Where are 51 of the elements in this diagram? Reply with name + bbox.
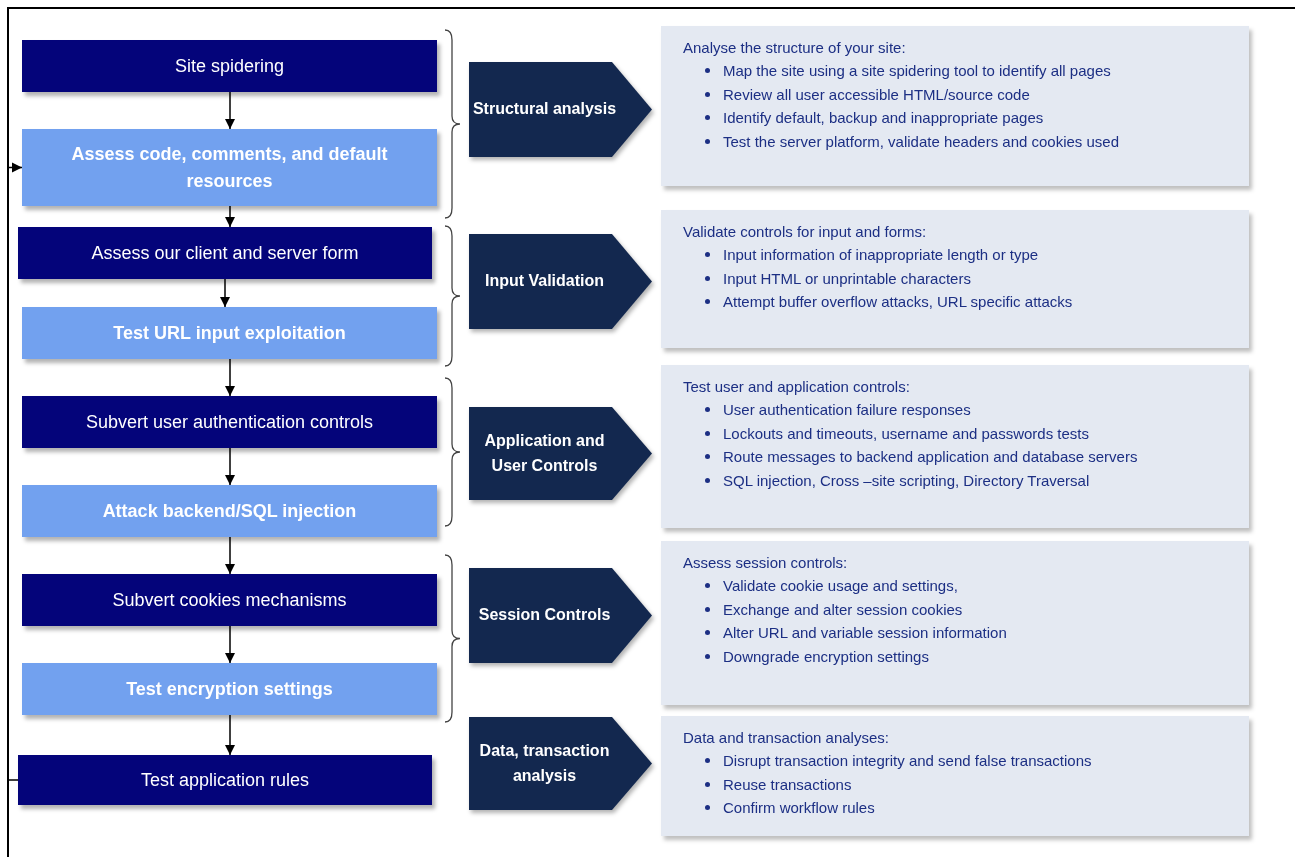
process-box: Test application rules	[18, 755, 432, 805]
bullet-item: Test the server platform, validate headers and cookies used	[723, 131, 1120, 152]
bullet-item: Lockouts and timeouts, username and passwords tests	[723, 423, 1090, 444]
process-box: Test URL input exploitation	[22, 307, 437, 359]
description-panel	[661, 26, 1249, 186]
bullet-item: Alter URL and variable session information	[723, 623, 1007, 643]
chevron-label: Session Controls	[469, 568, 652, 663]
process-box: Test encryption settings	[22, 663, 437, 715]
bullet-item: User authentication failure responses	[723, 400, 971, 420]
arrow	[224, 714, 236, 756]
chevron-label: Structural analysis	[469, 62, 652, 157]
process-box: Subvert cookies mechanisms	[22, 574, 437, 626]
bullet-item: Review all user accessible HTML/source code	[723, 84, 1030, 105]
bullet-item: Identify default, backup and inappropriate pages	[723, 108, 1044, 128]
description-panel	[661, 365, 1249, 528]
bullet-item: Downgrade encryption settings	[723, 646, 929, 667]
panel-heading: Data and transaction analyses:	[683, 728, 890, 748]
bullet-item: SQL injection, Cross –site scripting, Directory Traversal	[723, 470, 1090, 491]
process-box: Assess our client and server form	[18, 227, 432, 279]
bullet-item: Validate cookie usage and settings,	[723, 576, 958, 596]
chevron-label: Input Validation	[469, 234, 652, 329]
arrow	[224, 625, 236, 664]
arrow	[219, 278, 231, 308]
bullet-item: Disrupt transaction integrity and send false transactions	[723, 751, 1092, 771]
arrow	[224, 447, 236, 486]
panel-heading: Test user and application controls:	[683, 377, 911, 397]
process-box: Attack backend/SQL injection	[22, 485, 437, 537]
bullet-item: Reuse transactions	[723, 774, 852, 795]
arrow	[224, 358, 236, 397]
description-panel	[661, 541, 1249, 705]
bullet-item: Confirm workflow rules	[723, 798, 875, 818]
process-box: Assess code, comments, and default resources	[22, 129, 437, 206]
chevron-label: Application and User Controls	[469, 407, 652, 500]
bullet-item: Attempt buffer overflow attacks, URL specific attacks	[723, 292, 1073, 312]
description-panel	[661, 210, 1249, 348]
process-box: Site spidering	[22, 40, 437, 92]
bullet-item: Input HTML or unprintable characters	[723, 268, 971, 289]
chevron-label: Data, transaction analysis	[469, 717, 652, 810]
arrow	[224, 536, 236, 575]
panel-heading: Validate controls for input and forms:	[683, 222, 928, 242]
description-panel	[661, 716, 1249, 836]
arrow	[224, 205, 236, 228]
arrow	[224, 91, 236, 130]
bullet-item: Map the site using a site spidering tool to identify all pages	[723, 61, 1111, 81]
panel-heading: Assess session controls:	[683, 553, 849, 573]
bullet-item: Input information of inappropriate length or type	[723, 245, 1039, 265]
bullet-item: Exchange and alter session cookies	[723, 599, 963, 620]
process-box: Subvert user authentication controls	[22, 396, 437, 448]
bullet-item: Route messages to backend application and database servers	[723, 447, 1138, 467]
panel-heading: Analyse the structure of your site:	[683, 38, 907, 58]
arrow	[7, 162, 23, 781]
